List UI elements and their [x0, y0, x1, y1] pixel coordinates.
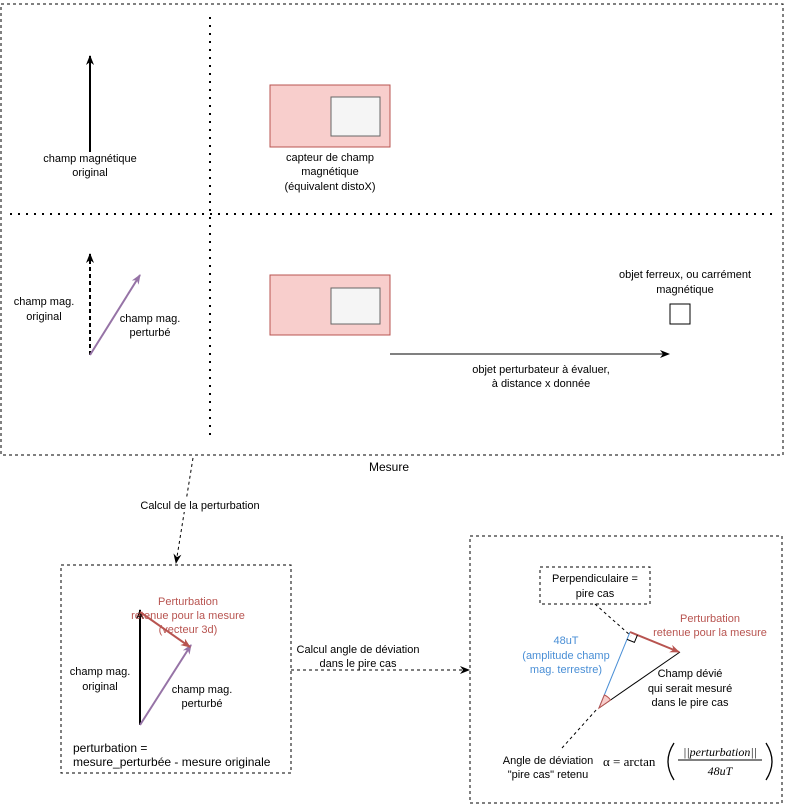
- sensor-label-line3: (équivalent distoX): [284, 181, 375, 193]
- step2-connector: Calcul angle de déviation dans le pire c…: [291, 644, 470, 674]
- deviated-field-label-line1: Champ dévié: [658, 668, 723, 680]
- disturbed-original-label-line1: champ mag.: [14, 296, 75, 308]
- deviation-angle-formula: α = arctan ||perturbation|| 48uT: [603, 742, 773, 781]
- formula-numerator: ||perturbation||: [683, 745, 757, 759]
- sensor-label-line1: capteur de champ: [286, 152, 374, 164]
- right-angle-marker: [626, 634, 638, 644]
- measure-frame-caption: Mesure: [369, 460, 409, 474]
- object-label-line1: objet ferreux, ou carrément: [619, 269, 751, 281]
- earth-field-label-line2: (amplitude champ: [522, 650, 609, 662]
- measure-frame-border: [0, 3, 784, 456]
- sensor-window-2: [330, 287, 381, 325]
- formula-left-paren: [667, 742, 675, 781]
- angle-box: Perpendiculaire = pire cas 48uT (amplitu…: [469, 535, 783, 804]
- deviation-angle-marker: [597, 694, 612, 710]
- distance-label-line1: objet perturbateur à évaluer,: [472, 364, 610, 376]
- step2-label-line2: dans le pire cas: [319, 658, 397, 670]
- disturber-quadrant: objet perturbateur à évaluer, à distance…: [269, 269, 751, 390]
- perturbed-field-arrow: [89, 274, 141, 356]
- step1-label: Calcul de la perturbation: [140, 500, 259, 512]
- ferrous-object: [669, 303, 691, 325]
- angle-label-leader: [561, 708, 598, 749]
- box-perturbed-label-line2: perturbé: [182, 698, 223, 710]
- angle-box-border: [469, 535, 783, 804]
- disturbed-perturbed-label-line2: perturbé: [130, 327, 171, 339]
- original-field-label-line2: original: [72, 167, 107, 179]
- box-formula-line2: mesure_perturbée - mesure originale: [73, 755, 271, 769]
- angle-perturbation-label-line1: Perturbation: [680, 613, 740, 625]
- formula-denominator: 48uT: [708, 764, 734, 778]
- box-perturbation-label-line1: Perturbation: [158, 596, 218, 608]
- deviated-field-label-line3: dans le pire cas: [651, 697, 729, 709]
- formula-right-paren: [765, 742, 773, 781]
- box-perturbation-vector-arrow: [139, 611, 191, 648]
- deviated-field-side: [598, 651, 681, 709]
- object-label-line2: magnétique: [656, 284, 714, 296]
- box-formula-line1: perturbation =: [73, 741, 147, 755]
- formula-lhs: α = arctan: [603, 754, 656, 769]
- perpendicular-note-line1: Perpendiculaire =: [552, 573, 638, 585]
- box-perturbed-label-line1: champ mag.: [172, 684, 233, 696]
- perpendicular-note-box: [539, 566, 651, 605]
- angle-label-line2: "pire cas" retenu: [508, 769, 589, 781]
- perpendicular-note-leader: [594, 603, 632, 637]
- disturbed-original-label-line2: original: [26, 311, 61, 323]
- step2-label-line1: Calcul angle de déviation: [297, 644, 420, 656]
- sensor-quadrant: capteur de champ magnétique (équivalent …: [269, 84, 391, 193]
- angle-perturbation-label-line2: retenue pour la mesure: [653, 627, 767, 639]
- perpendicular-note-line2: pire cas: [576, 588, 615, 600]
- sensor-label-line2: magnétique: [301, 166, 359, 178]
- step1-label-background: [136, 498, 264, 512]
- disturbed-perturbed-label-line1: champ mag.: [120, 313, 181, 325]
- distance-label-line2: à distance x donnée: [492, 378, 590, 390]
- box-perturbation-label-line3: (vecteur 3d): [159, 624, 218, 636]
- step1-connector: Calcul de la perturbation: [136, 457, 264, 564]
- perturbation-box-border: [60, 564, 292, 774]
- sensor-window: [330, 96, 381, 137]
- perturbation-side-arrow: [629, 631, 680, 653]
- original-field-quadrant: champ magnétique original: [43, 55, 137, 179]
- earth-field-label-line3: mag. terrestre): [530, 664, 602, 676]
- box-perturbed-field-arrow: [139, 644, 192, 726]
- disturbed-field-quadrant: champ mag. original champ mag. perturbé: [14, 253, 181, 356]
- perturbation-box: Perturbation retenue pour la mesure (vec…: [60, 564, 292, 774]
- earth-field-label-line1: 48uT: [553, 635, 578, 647]
- box-original-label-line2: original: [82, 681, 117, 693]
- box-original-label-line1: champ mag.: [70, 666, 131, 678]
- angle-label-line1: Angle de déviation: [503, 755, 594, 767]
- deviated-field-label-line2: qui serait mesuré: [648, 683, 732, 695]
- original-field-label-line1: champ magnétique: [43, 153, 137, 165]
- box-perturbation-label-line2: retenue pour la mesure: [131, 610, 245, 622]
- measure-frame: champ magnétique original capteur de cha…: [0, 3, 784, 456]
